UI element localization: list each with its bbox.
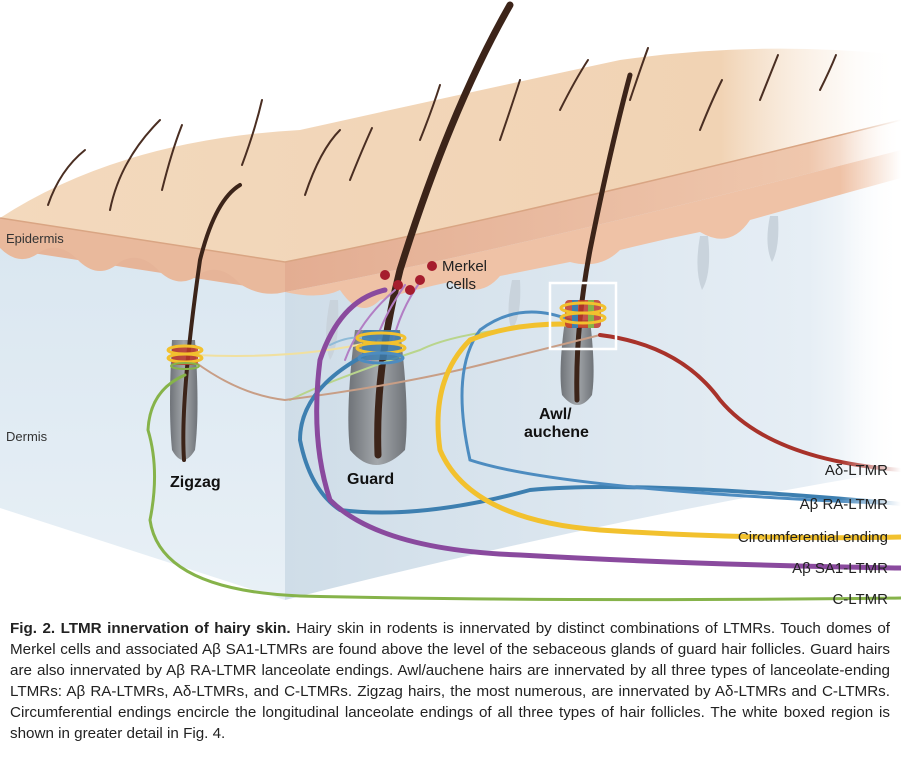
awl-label-line2: auchene <box>524 424 589 441</box>
fiber-label-circumferential: Circumferential ending <box>738 529 888 546</box>
caption-body: Hairy skin in rodents is innervated by d… <box>10 620 890 742</box>
edge-fade <box>840 40 901 510</box>
fiber-legend: Aδ-LTMR Aβ RA-LTMR Circumferential endin… <box>738 462 888 608</box>
figure-caption: Fig. 2. LTMR innervation of hairy skin. … <box>10 618 890 744</box>
front-face <box>0 218 285 600</box>
awl-endings <box>559 300 607 328</box>
zigzag-endings <box>166 344 204 370</box>
guard-endings <box>355 330 407 365</box>
merkel-label-line2: cells <box>446 276 476 293</box>
fiber-label-c-ltmr: C-LTMR <box>832 591 888 608</box>
fiber-label-adelta: Aδ-LTMR <box>825 462 888 479</box>
epidermis-label: Epidermis <box>6 231 64 246</box>
dermis-label: Dermis <box>6 429 48 444</box>
nerve-fibers <box>146 281 901 602</box>
skin-surface <box>0 48 901 263</box>
zigzag-follicle <box>170 183 242 462</box>
guard-label: Guard <box>347 471 394 488</box>
boxed-region <box>548 281 618 351</box>
surface-hairs <box>47 47 837 211</box>
zigzag-label: Zigzag <box>170 474 221 491</box>
awl-label-line1: Awl/ <box>539 406 572 423</box>
fiber-label-abeta-ra: Aβ RA-LTMR <box>800 496 889 513</box>
merkel-label-line1: Merkel <box>442 258 487 275</box>
awl-follicle <box>560 72 633 405</box>
skin-diagram: Epidermis Dermis Zigzag Guard Awl/ auche… <box>0 1 901 608</box>
caption-title: Fig. 2. LTMR innervation of hairy skin. <box>10 620 291 637</box>
fiber-label-abeta-sa1: Aβ SA1-LTMR <box>792 560 888 577</box>
merkel-cells <box>380 261 437 295</box>
